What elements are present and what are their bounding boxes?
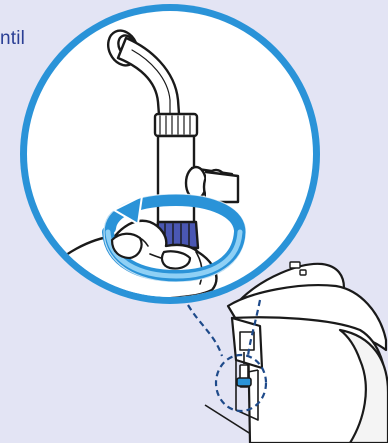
pipe-coupling	[155, 114, 197, 136]
zoom-connector-line	[188, 305, 222, 356]
